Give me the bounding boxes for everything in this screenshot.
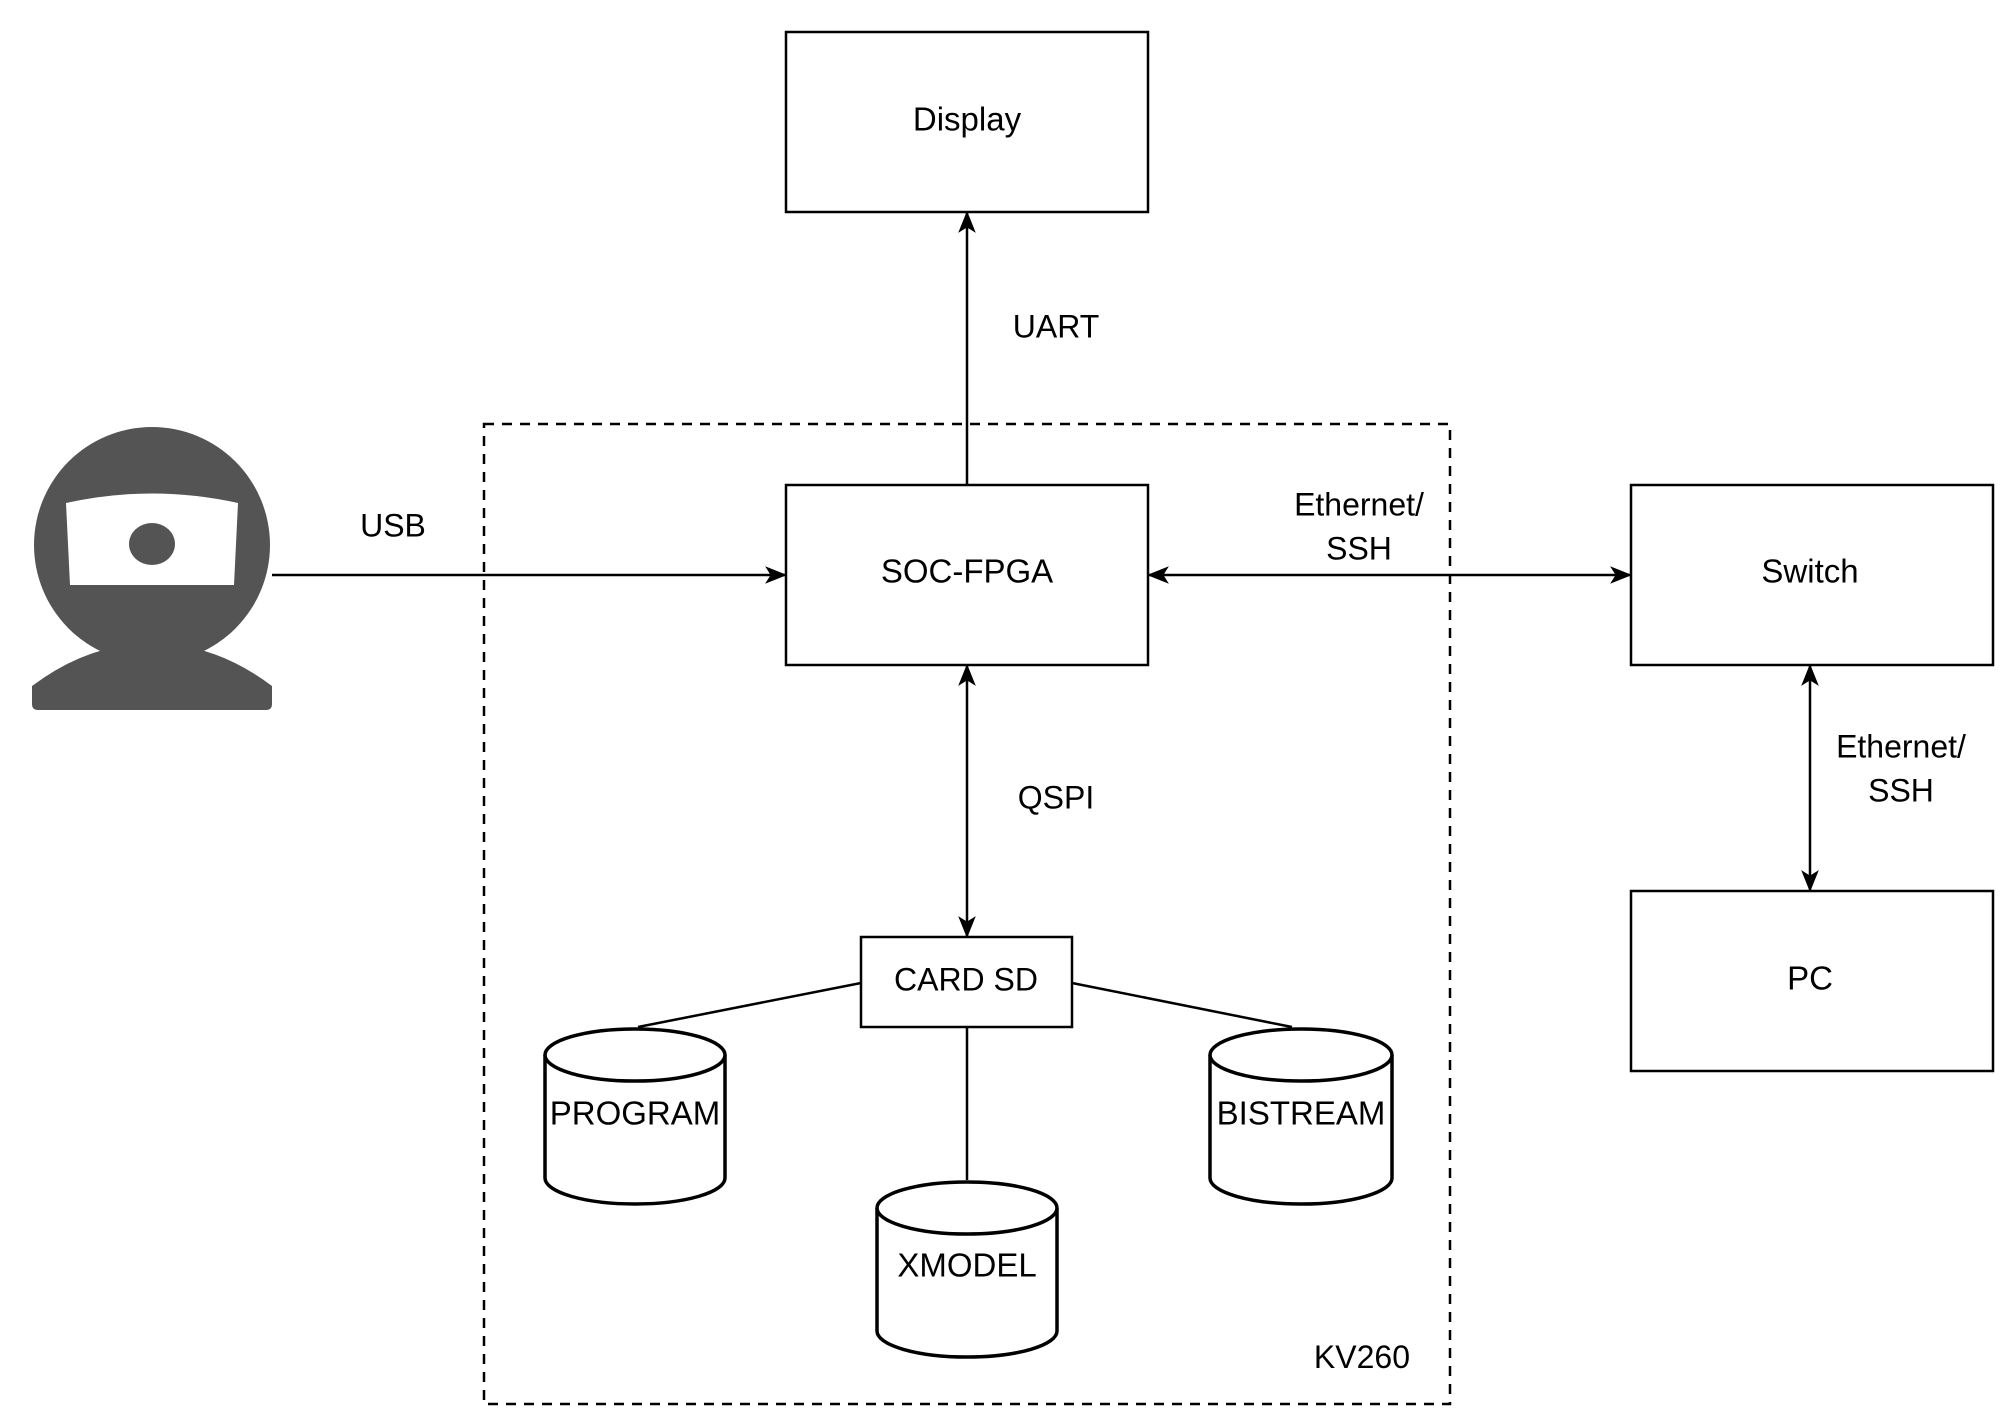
webcam-icon	[32, 427, 272, 710]
ethernet-switch-pc-label-line1: Ethernet/	[1836, 728, 1966, 764]
card-sd-node	[859, 935, 1074, 1029]
pc-node	[1629, 889, 1995, 1073]
display-node	[784, 30, 1150, 214]
ethernet-soc-switch-label-line2: SSH	[1326, 530, 1392, 566]
pc-label: PC	[1787, 960, 1833, 997]
bistream-label: BISTREAM	[1217, 1095, 1386, 1132]
soc-fpga-label: SOC-FPGA	[881, 553, 1053, 590]
sd-bistream-link	[1071, 981, 1293, 1029]
sd-program-link	[637, 981, 862, 1029]
xmodel-database	[875, 1180, 1059, 1359]
program-label: PROGRAM	[550, 1095, 721, 1132]
card-sd-label: CARD SD	[894, 961, 1038, 997]
xmodel-label: XMODEL	[897, 1247, 1036, 1284]
display-label: Display	[913, 101, 1022, 138]
ethernet-switch-pc-label-line2: SSH	[1868, 772, 1934, 808]
ethernet-soc-switch-label-line1: Ethernet/	[1294, 486, 1424, 522]
uart-label: UART	[1013, 308, 1100, 344]
bistream-database	[1208, 1027, 1394, 1206]
kv260-container	[482, 422, 1452, 1406]
program-database	[543, 1027, 727, 1206]
kv260-label: KV260	[1314, 1339, 1410, 1375]
switch-label: Switch	[1761, 553, 1858, 590]
qspi-label: QSPI	[1018, 779, 1094, 815]
usb-label: USB	[360, 507, 426, 543]
